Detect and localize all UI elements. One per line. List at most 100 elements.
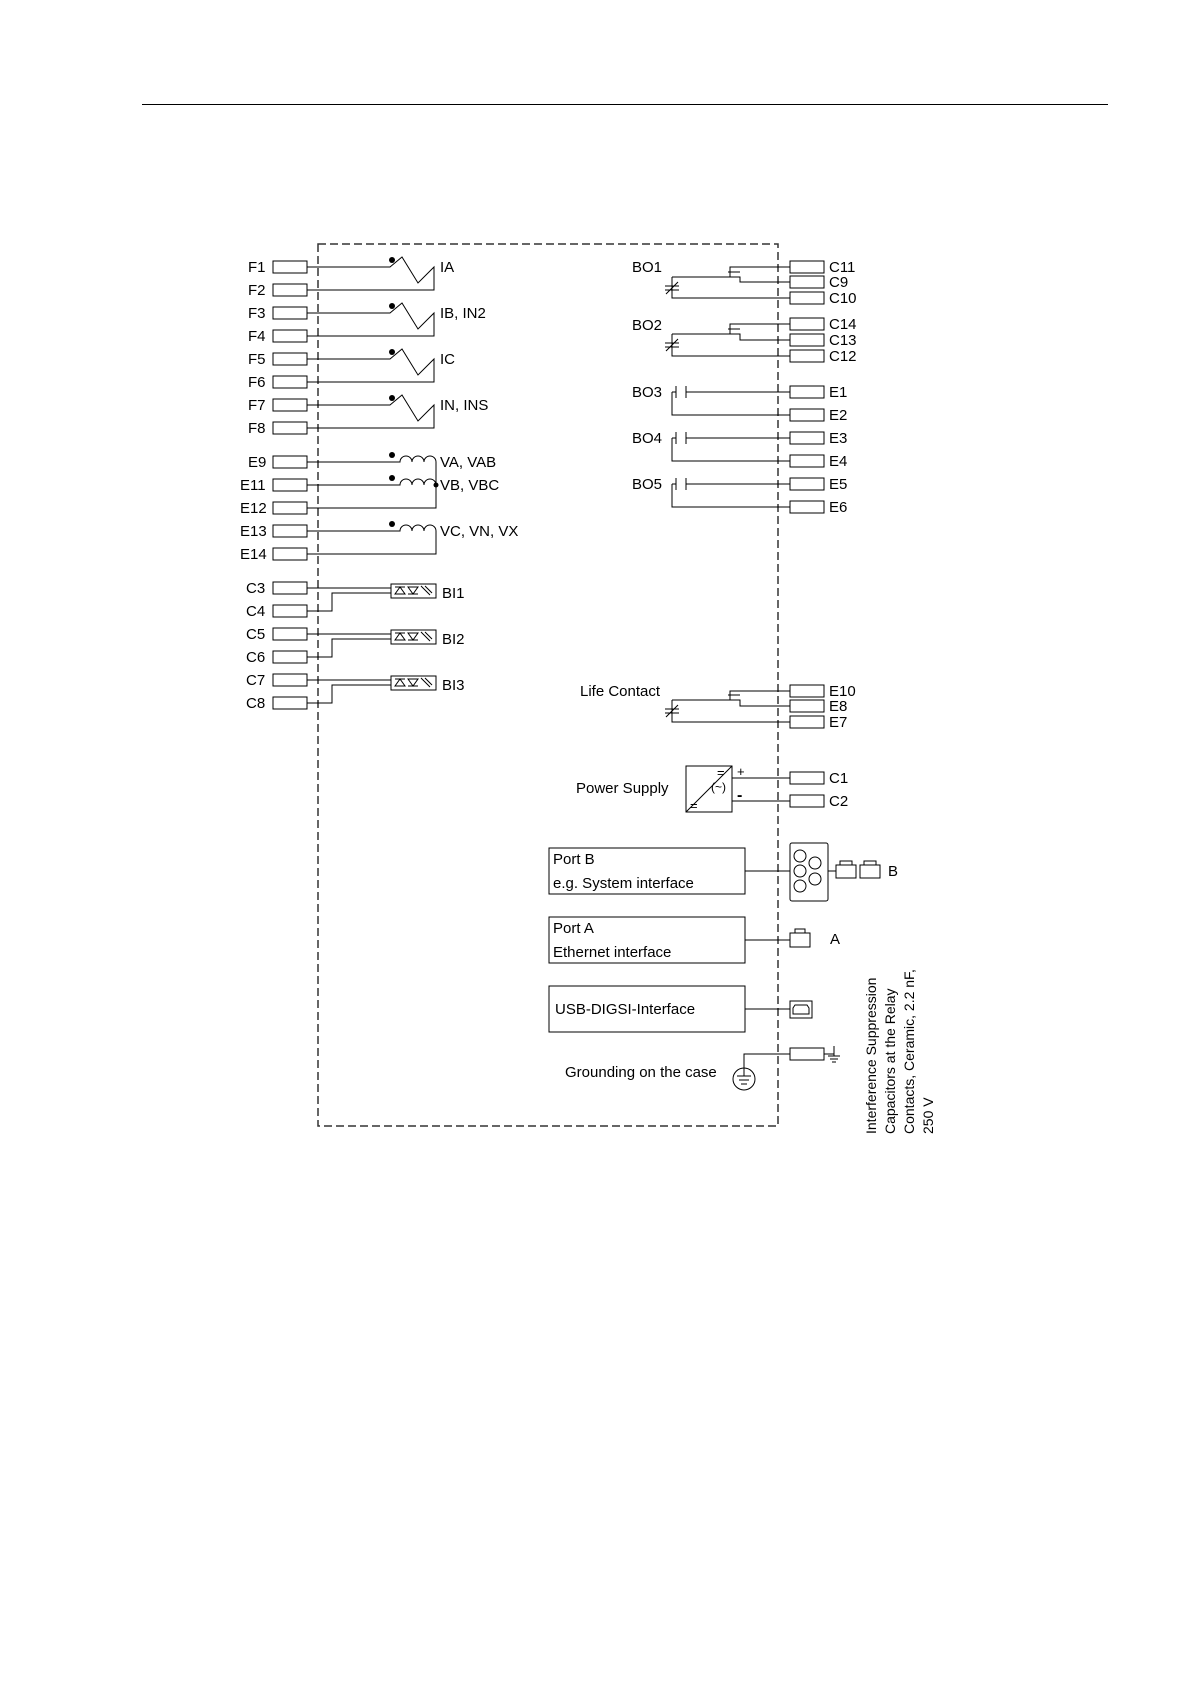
terminal-E7: E7 bbox=[774, 714, 847, 731]
usb-box bbox=[548, 985, 746, 1033]
junction-dot-icon bbox=[433, 482, 439, 488]
terminal-label: E2 bbox=[829, 407, 847, 424]
life-contact-label: Life Contact bbox=[580, 683, 661, 700]
port-a-box bbox=[548, 916, 746, 964]
terminal-F3: F3 bbox=[248, 305, 322, 322]
terminal-label: C8 bbox=[246, 695, 265, 712]
polarity-dot-icon bbox=[389, 475, 395, 481]
terminal-label: F1 bbox=[248, 259, 266, 276]
ground-terminal-icon bbox=[824, 1046, 840, 1063]
life-contact: Life Contact bbox=[580, 683, 774, 723]
terminal-E5: E5 bbox=[774, 476, 847, 493]
fiber-connector-icon bbox=[835, 864, 857, 879]
binary-output-BO2: BO2 bbox=[632, 317, 774, 357]
terminal-C11: C11 bbox=[774, 259, 855, 276]
polarity-dot-icon bbox=[389, 349, 395, 355]
terminal-label: F5 bbox=[248, 351, 266, 368]
optocoupler-icon bbox=[394, 677, 433, 688]
terminal-label: E4 bbox=[829, 453, 847, 470]
terminal-C14: C14 bbox=[774, 316, 857, 333]
current-input-label: IC bbox=[440, 351, 455, 368]
ethernet-connector-icon bbox=[789, 932, 811, 948]
terminal-label: F2 bbox=[248, 282, 266, 299]
terminal-label: C1 bbox=[829, 770, 848, 787]
current-input-IN: IN, INS bbox=[322, 394, 488, 429]
terminal-label: F8 bbox=[248, 420, 266, 437]
binary-input-label: BI2 bbox=[442, 631, 465, 648]
terminal-C8: C8 bbox=[246, 695, 322, 712]
terminal-label: C7 bbox=[246, 672, 265, 689]
binary-output-label: BO2 bbox=[632, 317, 662, 334]
binary-output-label: BO3 bbox=[632, 384, 662, 401]
voltage-input-VC: VC, VN, VX bbox=[322, 521, 518, 555]
terminal-E9: E9 bbox=[248, 454, 322, 471]
terminal-label: E12 bbox=[240, 500, 267, 517]
terminal-label: C12 bbox=[829, 348, 857, 365]
terminal-E11: E11 bbox=[240, 477, 322, 494]
polarity-dot-icon bbox=[389, 452, 395, 458]
sub-d-connector-icon bbox=[789, 842, 829, 902]
grounding: Grounding on the case bbox=[565, 1046, 840, 1091]
terminal-C9: C9 bbox=[774, 274, 848, 291]
current-input-IC: IC bbox=[322, 348, 455, 383]
voltage-input-VB: VB, VBC bbox=[322, 475, 499, 509]
polarity-dot-icon bbox=[389, 395, 395, 401]
terminal-label: F3 bbox=[248, 305, 266, 322]
power-supply-label: Power Supply bbox=[576, 780, 669, 797]
polarity-dot-icon bbox=[389, 521, 395, 527]
terminal-label: E11 bbox=[240, 477, 266, 494]
terminal-E3: E3 bbox=[774, 430, 847, 447]
terminal-C12: C12 bbox=[774, 348, 857, 365]
fiber-connector-icon bbox=[859, 864, 881, 879]
suppression-note: Interference Suppression Capacitors at t… bbox=[863, 969, 936, 1134]
binary-output-BO1: BO1 bbox=[632, 259, 774, 299]
port-b-tag: B bbox=[888, 863, 898, 880]
terminal-F1: F1 bbox=[248, 259, 322, 276]
binary-input-BI2: BI2 bbox=[322, 629, 465, 658]
binary-output-BO4: BO4 bbox=[632, 430, 774, 462]
current-input-IA: IA bbox=[322, 256, 454, 291]
usb-interface: USB-DIGSI-Interface bbox=[548, 985, 813, 1033]
terminal-label: E9 bbox=[248, 454, 266, 471]
port-a: Port A Ethernet interface A bbox=[548, 916, 840, 964]
binary-output-label: BO1 bbox=[632, 259, 662, 276]
current-input-label: IN, INS bbox=[440, 397, 488, 414]
dc-symbol: = bbox=[717, 765, 725, 780]
voltage-input-label: VA, VAB bbox=[440, 454, 496, 471]
terminal-label: C2 bbox=[829, 793, 848, 810]
note-line: 250 V bbox=[920, 1097, 936, 1134]
optocoupler-icon bbox=[394, 585, 433, 596]
terminal-C7: C7 bbox=[246, 672, 322, 689]
current-input-label: IB, IN2 bbox=[440, 305, 486, 322]
terminal-E10: E10 bbox=[774, 683, 856, 700]
device-housing-outline bbox=[317, 243, 779, 1127]
terminal-E4: E4 bbox=[774, 453, 847, 470]
binary-output-BO3: BO3 bbox=[632, 384, 774, 416]
terminal-C6: C6 bbox=[246, 649, 322, 666]
dc-symbol: = bbox=[690, 798, 698, 813]
terminal-label: F6 bbox=[248, 374, 266, 391]
polarity-dot-icon bbox=[389, 303, 395, 309]
terminal-label: F4 bbox=[248, 328, 266, 345]
terminal-E6: E6 bbox=[774, 499, 847, 516]
terminal-label: C9 bbox=[829, 274, 848, 291]
terminal-label: E5 bbox=[829, 476, 847, 493]
usb-label: USB-DIGSI-Interface bbox=[555, 1001, 695, 1018]
voltage-input-label: VB, VBC bbox=[440, 477, 499, 494]
binary-output-label: BO5 bbox=[632, 476, 662, 493]
terminal-F8: F8 bbox=[248, 420, 322, 437]
terminal-C10: C10 bbox=[774, 290, 857, 307]
binary-input-BI3: BI3 bbox=[322, 675, 465, 704]
voltage-input-VA: VA, VAB bbox=[322, 452, 496, 485]
terminal-label: F7 bbox=[248, 397, 266, 414]
terminal-F7: F7 bbox=[248, 397, 322, 414]
terminal-C5: C5 bbox=[246, 626, 322, 643]
port-b: Port B e.g. System interface B bbox=[548, 842, 898, 902]
terminal-label: C14 bbox=[829, 316, 857, 333]
voltage-input-label: VC, VN, VX bbox=[440, 523, 518, 540]
terminal-label: C11 bbox=[829, 259, 855, 276]
optocoupler-icon bbox=[394, 631, 433, 642]
note-line: Contacts, Ceramic, 2.2 nF, bbox=[901, 969, 917, 1134]
terminal-label: E13 bbox=[240, 523, 267, 540]
